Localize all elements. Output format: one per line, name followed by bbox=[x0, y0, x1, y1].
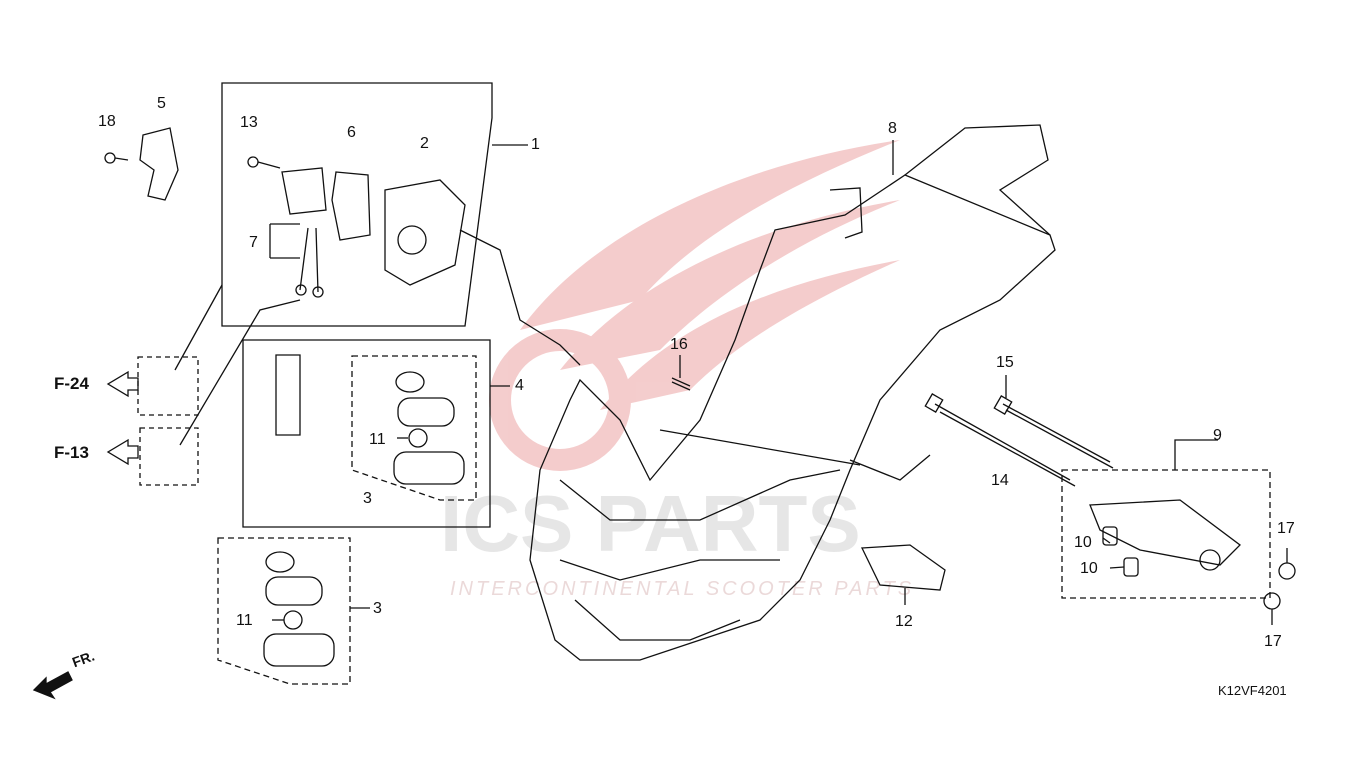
reference-f13[interactable]: F-13 bbox=[54, 443, 89, 462]
part-10b bbox=[1123, 557, 1139, 577]
battery-1 bbox=[408, 428, 428, 448]
key-fob-1 bbox=[397, 397, 455, 427]
key-cap-2 bbox=[265, 551, 295, 573]
f13-box bbox=[139, 427, 199, 486]
part-label-17a: 17 bbox=[1277, 520, 1295, 537]
key-cap-1 bbox=[395, 371, 425, 393]
part-17b bbox=[1263, 592, 1281, 610]
part-13 bbox=[247, 156, 259, 168]
key-box-inner bbox=[351, 355, 477, 501]
part-10a bbox=[1102, 526, 1118, 546]
part-label-18: 18 bbox=[98, 113, 116, 130]
part-label-15: 15 bbox=[996, 354, 1014, 371]
part-label-1: 1 bbox=[531, 136, 540, 153]
group-box-1 bbox=[221, 82, 493, 327]
key-base-1 bbox=[393, 451, 465, 485]
diagram-code: K12VF4201 bbox=[1218, 683, 1287, 698]
f24-arrow bbox=[106, 370, 139, 398]
part-9 bbox=[1089, 499, 1241, 566]
part-label-4: 4 bbox=[515, 377, 524, 394]
part-label-17b: 17 bbox=[1264, 633, 1282, 650]
part-12 bbox=[860, 544, 946, 591]
part-label-14: 14 bbox=[991, 472, 1009, 489]
part-label-7: 7 bbox=[249, 234, 258, 251]
part-8-frame bbox=[529, 174, 1056, 661]
watermark-text: ICS PARTS bbox=[440, 479, 861, 568]
part-17a bbox=[1278, 562, 1296, 580]
part-label-3b: 3 bbox=[373, 600, 382, 617]
part-label-11a: 11 bbox=[369, 431, 386, 448]
part-label-16: 16 bbox=[670, 336, 688, 353]
fr-arrow bbox=[32, 671, 73, 700]
part-6 bbox=[281, 167, 371, 241]
part-label-13: 13 bbox=[240, 114, 258, 131]
part-label-2: 2 bbox=[420, 135, 429, 152]
battery-2 bbox=[283, 610, 303, 630]
part-18 bbox=[104, 152, 116, 164]
key-box-lower bbox=[217, 537, 351, 685]
group-box-9 bbox=[1061, 469, 1271, 599]
part-label-12: 12 bbox=[895, 613, 913, 630]
part-label-3a: 3 bbox=[363, 490, 372, 507]
part-label-11b: 11 bbox=[236, 612, 253, 629]
f13-arrow bbox=[106, 438, 139, 466]
part-label-5: 5 bbox=[157, 95, 166, 112]
part-15 bbox=[1002, 403, 1111, 463]
part-label-10b: 10 bbox=[1080, 560, 1098, 577]
part-14 bbox=[934, 403, 1071, 481]
part-4-sensor bbox=[275, 354, 301, 436]
part-5 bbox=[139, 127, 179, 201]
part-16 bbox=[671, 377, 691, 391]
part-label-9: 9 bbox=[1213, 427, 1222, 444]
part-label-10a: 10 bbox=[1074, 534, 1092, 551]
f24-box bbox=[137, 356, 199, 416]
key-base-2 bbox=[263, 633, 335, 667]
key-fob-2 bbox=[265, 576, 323, 606]
group-box-4 bbox=[242, 339, 491, 528]
part-2 bbox=[384, 179, 466, 286]
part-label-8: 8 bbox=[888, 120, 897, 137]
part-7 bbox=[299, 227, 319, 293]
reference-f24[interactable]: F-24 bbox=[54, 374, 89, 393]
part-label-6: 6 bbox=[347, 124, 356, 141]
